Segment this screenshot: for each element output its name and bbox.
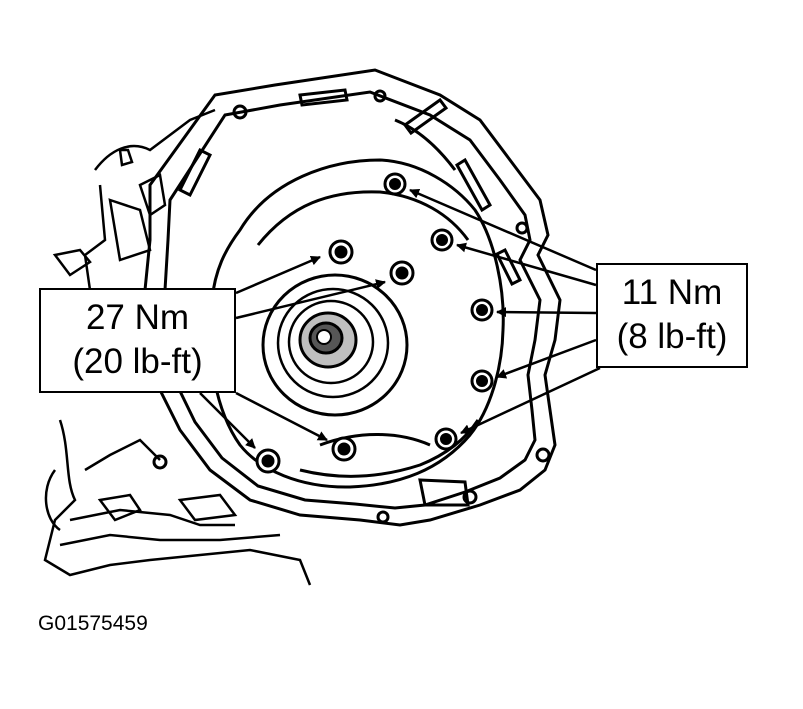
torque-callout-27nm: 27 Nm (20 lb-ft) [39, 288, 236, 393]
leader-arrow [496, 338, 597, 379]
leaders-11nm [409, 188, 601, 435]
bolt [383, 172, 407, 196]
bolts-27nm [255, 239, 415, 474]
bolt [389, 260, 415, 286]
callout-imperial: (8 lb-ft) [616, 317, 728, 356]
bolt [328, 239, 354, 265]
leader-arrow [496, 307, 597, 318]
leader-arrow [460, 366, 601, 435]
leader-arrow [235, 255, 321, 295]
torque-callout-11nm: 11 Nm (8 lb-ft) [596, 263, 748, 368]
leaders-27nm [199, 255, 386, 449]
bolt [255, 448, 281, 474]
bolt [331, 436, 357, 462]
callout-metric: 11 Nm [621, 273, 723, 312]
figure-id: G01575459 [38, 612, 148, 635]
leader-arrow [199, 392, 256, 449]
callout-metric: 27 Nm [85, 298, 190, 337]
bolt [470, 369, 494, 393]
bolts-11nm [383, 172, 494, 451]
cover-plate [208, 158, 505, 489]
leader-arrow [235, 279, 386, 320]
callout-imperial: (20 lb-ft) [72, 342, 203, 381]
leader-arrow [409, 188, 597, 272]
bolt [434, 427, 458, 451]
leader-arrow [456, 242, 597, 287]
bellhousing-flange [143, 68, 562, 527]
output-shaft-hub [261, 273, 409, 417]
bolt [470, 298, 494, 322]
leader-arrow [235, 391, 328, 442]
bolt [430, 228, 454, 252]
